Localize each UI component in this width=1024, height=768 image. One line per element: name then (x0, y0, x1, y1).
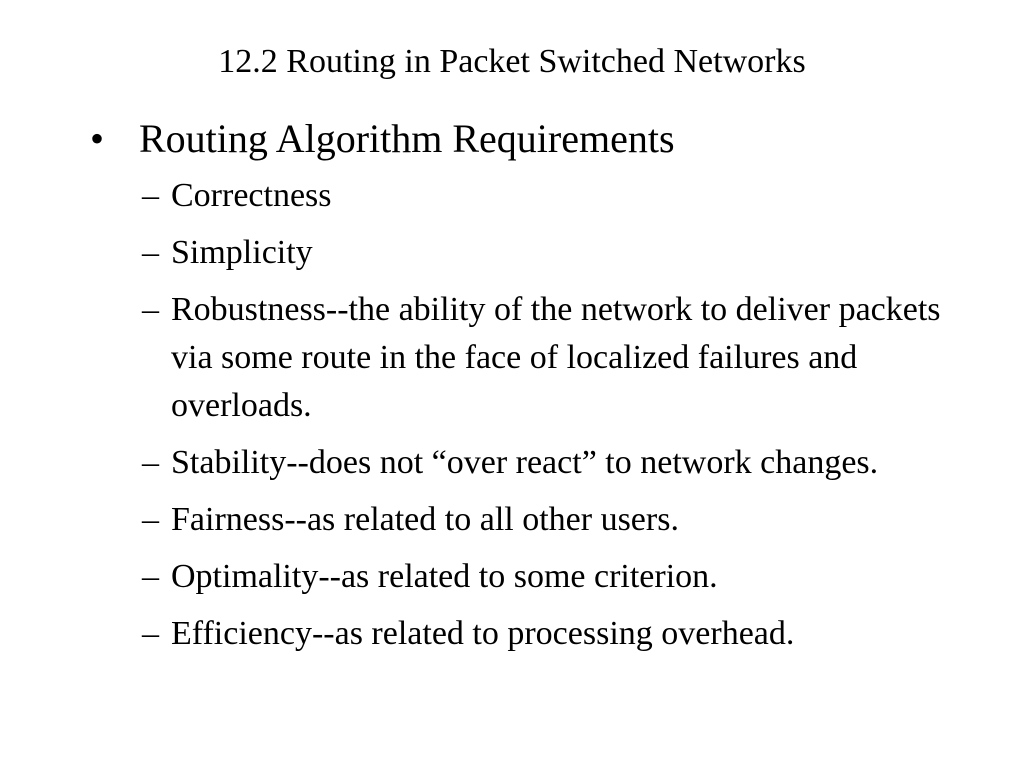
dash-icon: – (142, 234, 159, 271)
dash-icon: – (142, 291, 159, 328)
sub-item-optimality: – Optimality--as related to some criteri… (90, 553, 970, 601)
slide-content: • Routing Algorithm Requirements – Corre… (90, 114, 970, 667)
sub-item-text: Efficiency--as related to processing ove… (171, 615, 795, 652)
sub-item-simplicity: – Simplicity (90, 229, 970, 277)
sub-item-text: Correctness (171, 177, 332, 214)
dash-icon: – (142, 177, 159, 214)
dash-icon: – (142, 615, 159, 652)
main-bullet-item: • Routing Algorithm Requirements (90, 114, 970, 164)
sub-item-text: Optimality--as related to some criterion… (171, 558, 718, 595)
main-bullet-text: Routing Algorithm Requirements (139, 116, 675, 161)
slide-title: 12.2 Routing in Packet Switched Networks (218, 43, 806, 80)
sub-item-text: Fairness--as related to all other users. (171, 501, 679, 538)
dash-icon: – (142, 444, 159, 481)
sub-item-text: Stability--does not “over react” to netw… (171, 444, 879, 481)
sub-bullet-list: – Correctness – Simplicity – Robustness-… (90, 172, 970, 658)
dash-icon: – (142, 558, 159, 595)
sub-item-fairness: – Fairness--as related to all other user… (90, 496, 970, 544)
sub-item-stability: – Stability--does not “over react” to ne… (90, 439, 970, 487)
bullet-icon: • (90, 116, 105, 161)
dash-icon: – (142, 501, 159, 538)
sub-item-correctness: – Correctness (90, 172, 970, 220)
sub-item-robustness: – Robustness--the ability of the network… (90, 286, 970, 430)
sub-item-efficiency: – Efficiency--as related to processing o… (90, 610, 970, 658)
sub-item-text: Robustness--the ability of the network t… (171, 291, 941, 424)
sub-item-text: Simplicity (171, 234, 313, 271)
